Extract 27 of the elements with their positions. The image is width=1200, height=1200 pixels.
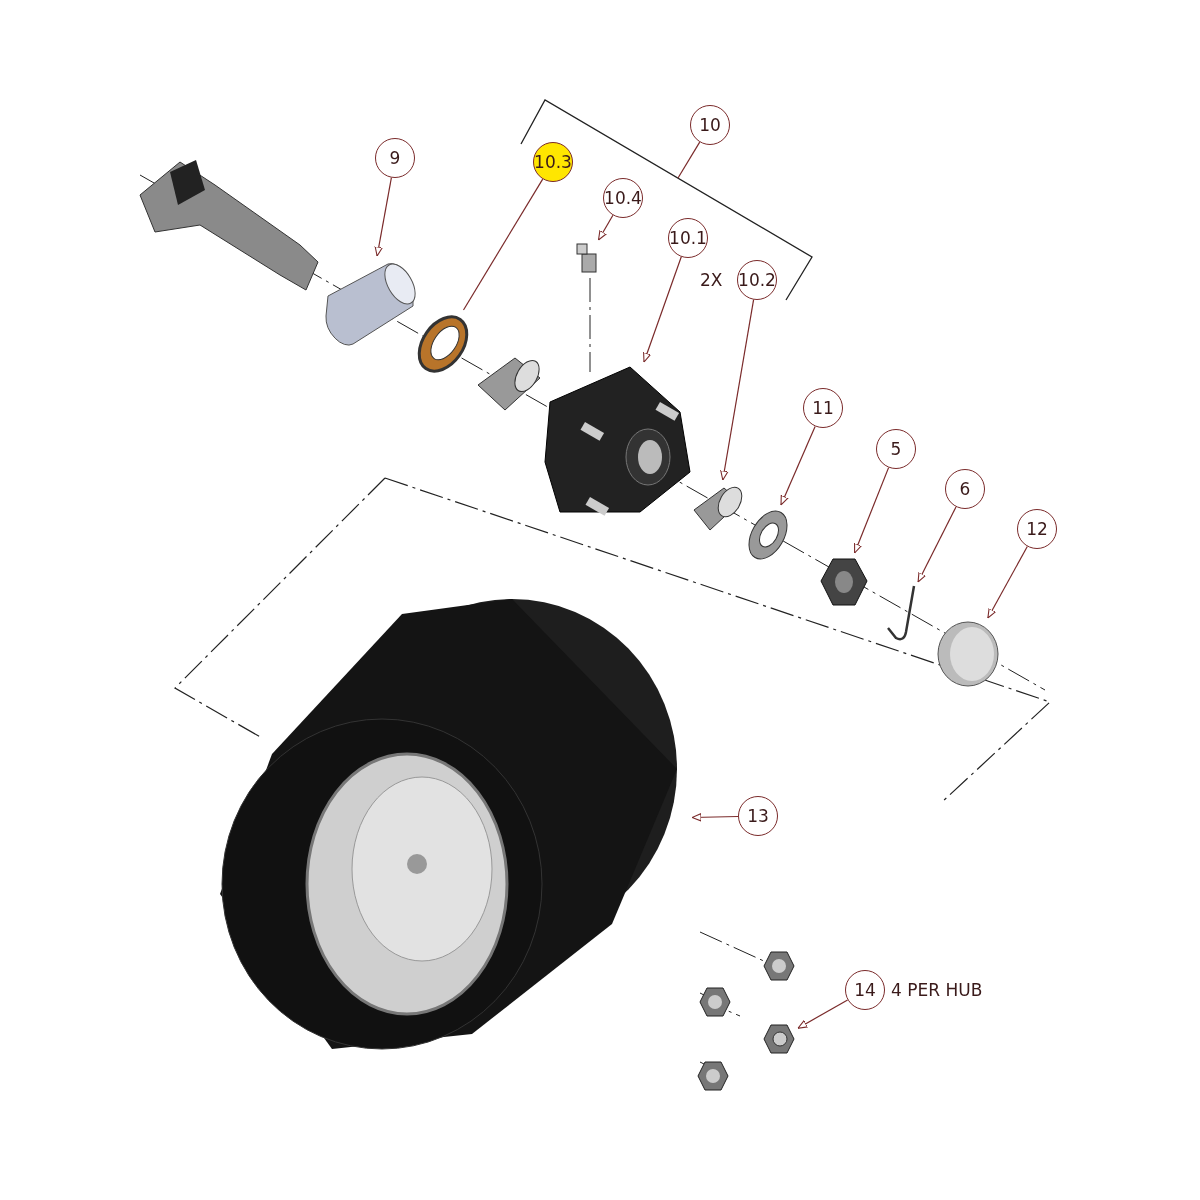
callout-number: 9 — [375, 138, 415, 178]
leader-line — [797, 999, 849, 1029]
callout-number: 13 — [738, 796, 778, 836]
callout-number: 10.3 — [533, 142, 573, 182]
leader-line — [780, 425, 816, 506]
callout-number: 6 — [945, 469, 985, 509]
callout-number: 14 — [845, 970, 885, 1010]
leader-line — [720, 299, 755, 481]
callout-number: 12 — [1017, 509, 1057, 549]
leader-line — [597, 214, 614, 241]
leader-line — [374, 177, 392, 257]
leader-line — [643, 256, 682, 363]
leader-line — [677, 141, 701, 179]
leader-line — [462, 178, 544, 311]
leader-line — [917, 506, 957, 583]
callout-number: 10.2 — [737, 260, 777, 300]
leader-line — [987, 545, 1028, 619]
leader-line — [691, 813, 739, 822]
quantity-note: 2X — [700, 270, 723, 290]
quantity-note: 4 PER HUB — [891, 980, 983, 1000]
callout-number: 10.1 — [668, 218, 708, 258]
callout-number: 10 — [690, 105, 730, 145]
callout-number: 5 — [876, 429, 916, 469]
leader-line — [854, 467, 890, 554]
dust-cap-drawing — [934, 618, 1002, 690]
callout-number: 11 — [803, 388, 843, 428]
callout-number: 10.4 — [603, 178, 643, 218]
